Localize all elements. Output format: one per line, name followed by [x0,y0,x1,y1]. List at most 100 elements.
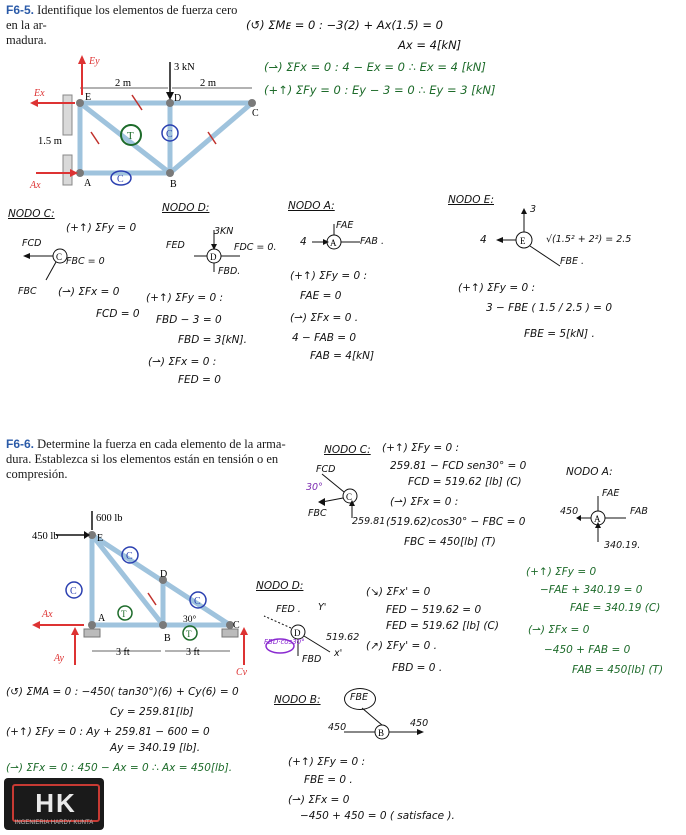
equation: (↘) ΣFx' = 0 [366,586,431,598]
node-title: NODO A: [288,200,335,212]
svg-text:E: E [520,236,526,246]
result: FAE = 0 [300,290,342,302]
svg-text:D: D [294,628,301,638]
load-label: 3 kN [174,62,195,73]
result: FCD = 519.62 [lb] (C) [408,476,522,488]
highlight-circle [344,688,376,710]
force-label: FAE [602,488,620,499]
node-e-fbd: E [496,208,561,267]
node-title: NODO C: [324,444,371,456]
solution-line: Ay = 340.19 [lb]. [110,742,201,754]
force-value: 519.62 [326,632,360,643]
force-label: FBE [350,692,368,703]
joint-label: E [85,92,91,103]
force-value: 450 [328,722,347,733]
node-a-fbd: A [312,224,360,250]
separator [0,400,686,434]
solution-line: Cy = 259.81[lb] [110,706,194,718]
statement-line: compresión. [6,467,68,481]
force-value: 450 [410,718,429,729]
reaction-label: Ex [33,88,45,99]
force-label: FBC [308,508,327,519]
problem-f6-5-statement: F6-5. Identifique los elementos de fuerz… [6,3,246,48]
force-label: FED . [276,604,301,615]
node-title: NODO D: [162,202,210,214]
force-label: FBD [302,654,322,665]
node-d-fbd: D [194,230,240,272]
axis-label: Y' [318,602,327,613]
svg-text:C: C [126,551,133,562]
equation: (+↑) ΣFy = 0 : [290,270,368,282]
node-title: NODO E: [448,194,494,206]
result: FED = 0 [178,374,221,386]
truss-figure-f6-5: 3 kN 2 m 2 m 1.5 m E D C A B Ey Ex Ax T … [29,55,259,191]
force-value: 450 [560,506,579,517]
statement-line: Identifique los elementos de fuerza cero… [6,3,238,32]
svg-text:Cy: Cy [236,667,248,675]
result: FBC = 450[lb] (T) [404,536,496,548]
equation-line: −450 + FAB = 0 [544,644,631,656]
svg-text:Ax: Ax [41,609,53,620]
statement-line: madura. [6,33,47,47]
dim-label: 2 m [115,78,131,89]
equation: (⇀) ΣFx = 0 : [390,496,459,508]
blank-area [0,340,106,400]
solution-line: (⇀) ΣFx = 0 : 4 − Ex = 0 ∴ Ex = 4 [kN] [264,60,486,74]
force-value: 259.81 [352,516,386,527]
node-d2-fbd: D [263,615,331,656]
result: FBD = 3[kN]. [178,334,247,346]
joint-label: B [170,179,177,190]
truss-figure-f6-6: 600 lb 450 lb E D A B C 30° 3 ft 3 ft Ax… [32,511,248,675]
angle-label: 30° [306,482,323,493]
solution-line: (↺) ΣMA = 0 : −450( tan30°)(6) + Cy(6) =… [6,686,239,698]
dim-label: 1.5 m [38,136,62,147]
force-value: 4 [480,234,487,246]
load-label: 3KN [214,226,234,237]
joint-label: C [252,108,259,119]
svg-text:C: C [346,492,352,502]
force-value: 3 [530,204,537,215]
equation-line: 259.81 − FCD sen30° = 0 [390,460,527,472]
svg-text:C: C [117,174,124,185]
reaction-label: Ey [88,56,100,67]
equation-line: −FAE + 340.19 = 0 [540,584,643,596]
svg-text:600 lb: 600 lb [96,513,123,524]
node-b2-fbd: B [344,707,424,740]
node-title: NODO A: [566,466,613,478]
solution-line: (↺) ΣMᴇ = 0 : −3(2) + Ax(1.5) = 0 [246,18,443,32]
force-result: FBC = 0 [66,256,105,267]
force-label: FBE . [560,256,585,267]
svg-text:C: C [166,129,173,140]
solution-line: Ax = 4[kN] [398,38,462,52]
equation: (+↑) ΣFy = 0 : [146,292,224,304]
svg-text:C: C [233,620,240,631]
force-label: FAE [336,220,354,231]
force-label: FAB [630,506,648,517]
force-label: FED [166,240,185,251]
svg-text:A: A [330,238,337,248]
axis-label: x' [334,648,343,659]
equation: (⇀) ΣFx = 0 . [290,312,359,324]
result: FBE = 0 . [304,774,353,786]
equation: (+↑) ΣFy = 0 [526,566,597,578]
statement-line: dura. Establezca si los elementos están … [6,452,279,466]
brand-logo: HK INGENIERIA HARDY KUNTA [4,778,104,830]
result: FAB = 4[kN] [310,350,375,362]
svg-text:B: B [164,633,171,644]
force-value: 340.19. [604,540,641,551]
result: FCD = 0 [96,308,140,320]
equation-line: 3 − FBE ( 1.5 / 2.5 ) = 0 [486,302,612,314]
result: −450 + 450 = 0 ( satisface ). [300,810,455,822]
equation: (⇀) ΣFx = 0 : [148,356,217,368]
svg-text:C: C [194,596,201,607]
force-label: FCD [22,238,42,249]
force-result: FDC = 0. [234,242,277,253]
equation: (⇀) ΣFx = 0 [528,624,590,636]
dim-label: 2 m [200,78,216,89]
force-component: FBD·cos30° [264,638,305,646]
force-label: FAB . [360,236,384,247]
problem-number: F6-6. [6,437,35,451]
node-title: NODO D: [256,580,304,592]
equation: (↗) ΣFy' = 0 . [366,640,437,652]
result: FBE = 5[kN] . [524,328,595,340]
